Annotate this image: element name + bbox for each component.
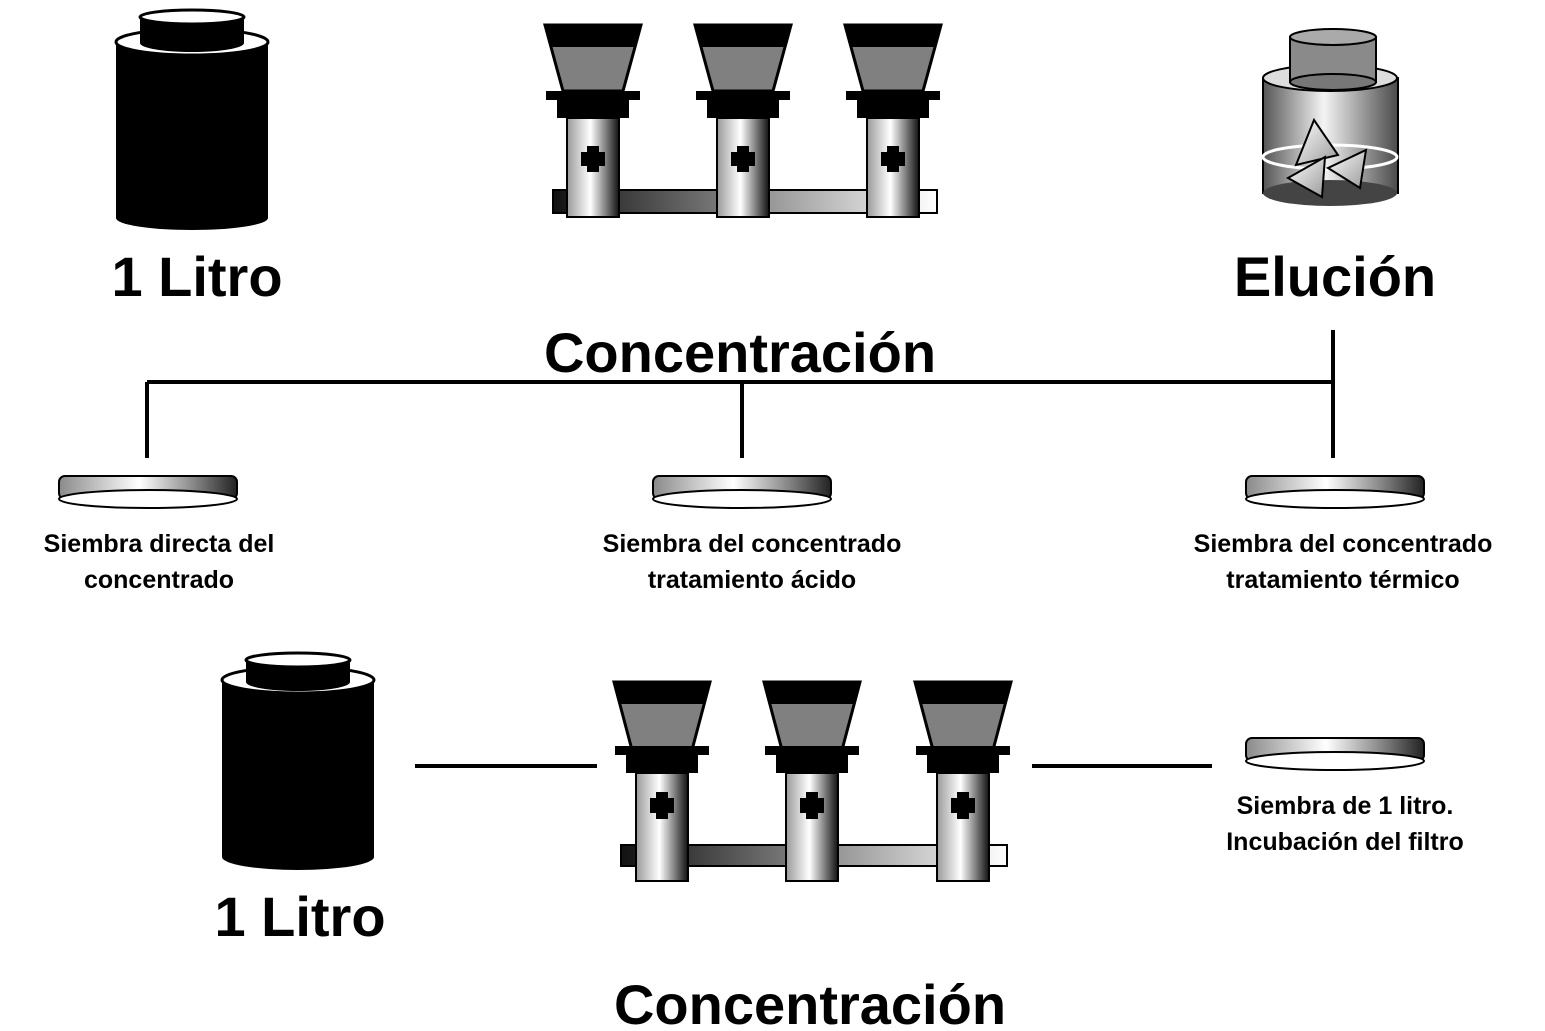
petri-dish-icon: [652, 475, 832, 509]
filtration-manifold-top: [543, 23, 943, 219]
plate-label-direct: Siembra directa del concentrado: [43, 530, 275, 594]
petri-dish-icon: [58, 475, 238, 509]
bottle-icon-top: [114, 8, 270, 230]
filter-funnel-icon: [693, 23, 793, 219]
bottle-label-bottom: 1 Litro: [214, 885, 386, 948]
petri-dish-icon: [1245, 737, 1425, 771]
bottle-icon-bottom: [220, 651, 376, 870]
branch-connector-lines: [145, 330, 1335, 458]
filter-funnel-icon: [843, 23, 943, 219]
plate-label-thermal: Siembra del concentrado tratamiento térm…: [1193, 530, 1493, 594]
elution-label: Elución: [1233, 245, 1437, 308]
filter-funnel-icon: [543, 23, 643, 219]
plate-label-acid: Siembra del concentrado tratamiento ácid…: [602, 530, 902, 594]
plate-label-filter: Siembra de 1 litro. Incubación del filtr…: [1226, 792, 1464, 856]
concentration-label-top: Concentración: [543, 321, 937, 384]
petri-dish-icon: [1245, 475, 1425, 509]
elution-vessel-icon: [1261, 28, 1399, 206]
bottle-label-top: 1 Litro: [111, 245, 283, 308]
concentration-label-bottom: Concentración: [613, 973, 1007, 1031]
filtration-manifold-bottom: [612, 680, 1013, 883]
